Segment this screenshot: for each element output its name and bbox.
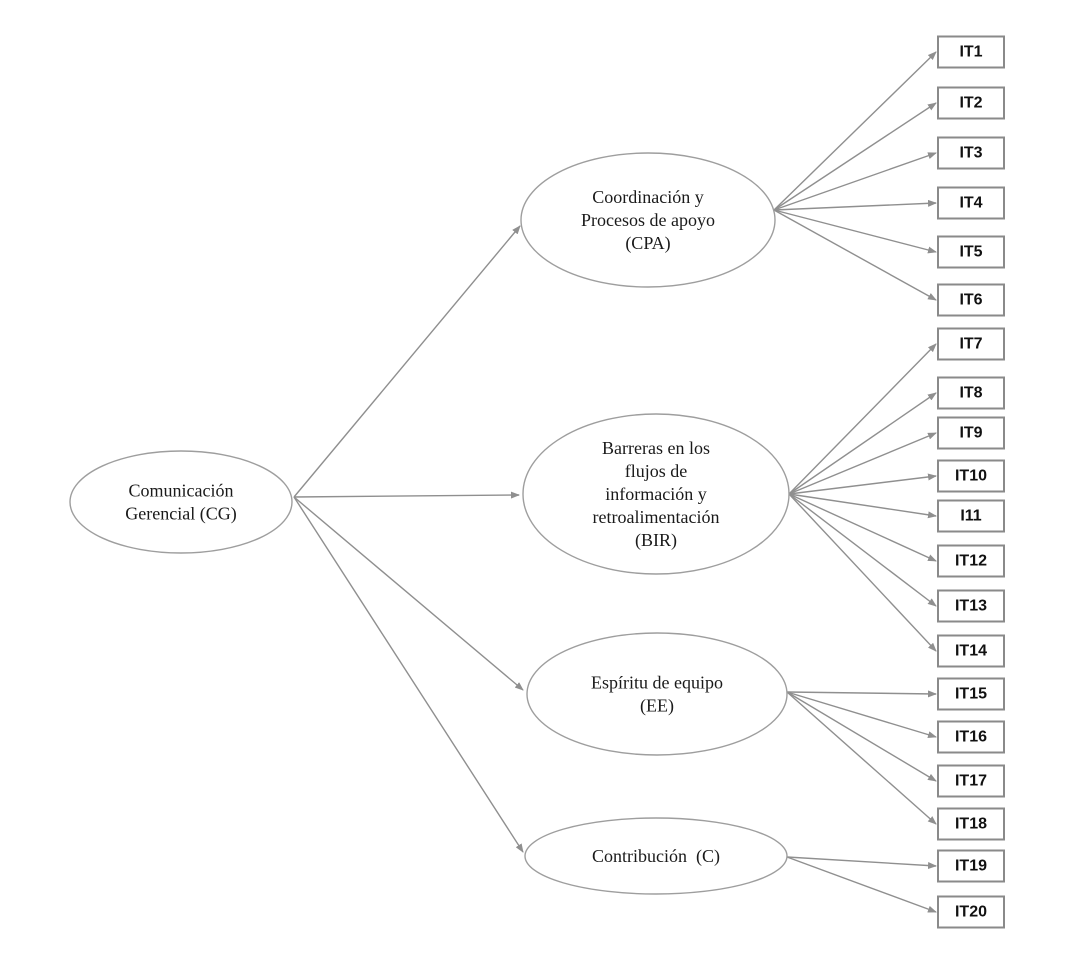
path-c-it19 [786, 856, 937, 870]
factor-node-bir-label: información y [605, 484, 706, 504]
factor-node-ee-label: Espíritu de equipo [591, 673, 723, 693]
path-cg-ee [293, 496, 524, 691]
indicator-box-it20 [937, 895, 1005, 929]
indicator-box-it3 [937, 136, 1005, 170]
indicator-box-it12 [937, 544, 1005, 578]
indicator-box-it9 [937, 416, 1005, 450]
indicator-box-it16 [937, 720, 1005, 754]
indicator-label-it3: IT3 [959, 145, 982, 162]
indicator-label-it13: IT13 [955, 598, 987, 615]
indicator-label-it17: IT17 [955, 773, 987, 790]
path-c-it20 [786, 856, 937, 913]
indicator-label-it15: IT15 [955, 686, 987, 703]
indicator-box-it7 [937, 327, 1005, 361]
indicator-label-it12: IT12 [955, 553, 987, 570]
latent-node-cg-label: Comunicación [129, 481, 234, 501]
factor-node-ee-label: (EE) [640, 696, 674, 717]
indicator-label-it18: IT18 [955, 816, 987, 833]
path-ee-it18 [786, 691, 937, 825]
indicator-label-it6: IT6 [959, 292, 982, 309]
path-cpa-it3 [773, 152, 937, 211]
path-ee-it16 [786, 691, 937, 739]
indicator-box-it1 [937, 35, 1005, 69]
indicator-label-i11: I11 [960, 508, 981, 525]
indicator-box-it2 [937, 86, 1005, 120]
path-cpa-it6 [773, 209, 937, 301]
indicator-box-it8 [937, 376, 1005, 410]
factor-node-bir-label: flujos de [625, 461, 688, 481]
path-bir-it10 [788, 473, 937, 495]
factor-node-cpa-label: (CPA) [625, 233, 670, 254]
factor-node-c-label: Contribución (C) [592, 846, 720, 867]
path-bir-it7 [788, 343, 937, 495]
indicator-label-it5: IT5 [959, 244, 982, 261]
indicator-label-it1: IT1 [959, 44, 982, 61]
factor-node-bir-label: retroalimentación [593, 507, 720, 527]
path-bir-it9 [788, 432, 937, 495]
path-cpa-it1 [773, 51, 937, 211]
indicator-label-it14: IT14 [955, 643, 987, 660]
indicator-label-it20: IT20 [955, 904, 987, 921]
path-bir-it13 [788, 493, 937, 607]
indicator-label-it2: IT2 [959, 95, 982, 112]
path-cg-c [293, 496, 524, 853]
path-bir-it12 [788, 493, 937, 562]
indicator-label-it9: IT9 [959, 425, 982, 442]
path-cpa-it4 [773, 199, 937, 211]
path-bir-it8 [788, 392, 937, 495]
path-ee-it17 [786, 691, 937, 782]
factor-node-cpa [520, 152, 776, 288]
factor-node-ee [526, 632, 788, 756]
latent-node-cg [69, 450, 293, 554]
factor-node-bir-label: Barreras en los [602, 438, 710, 458]
indicator-box-it10 [937, 459, 1005, 493]
indicator-box-it5 [937, 235, 1005, 269]
path-cpa-it2 [773, 102, 937, 211]
indicator-label-it16: IT16 [955, 729, 987, 746]
indicator-label-it8: IT8 [959, 385, 982, 402]
indicator-box-it13 [937, 589, 1005, 623]
indicator-box-it17 [937, 764, 1005, 798]
factor-node-c [524, 817, 788, 895]
factor-node-bir-label: (BIR) [635, 530, 677, 551]
factor-node-cpa-label: Procesos de apoyo [581, 210, 715, 230]
path-ee-it15 [786, 690, 937, 698]
path-cg-bir [293, 491, 520, 499]
path-bir-i11 [788, 493, 937, 519]
factor-node-bir [522, 413, 790, 575]
indicator-box-i11 [937, 499, 1005, 533]
indicator-label-it10: IT10 [955, 468, 987, 485]
path-bir-it14 [788, 493, 937, 652]
factor-node-cpa-label: Coordinación y [592, 187, 703, 207]
indicator-label-it7: IT7 [959, 336, 982, 353]
indicator-box-it14 [937, 634, 1005, 668]
indicator-box-it19 [937, 849, 1005, 883]
indicator-box-it18 [937, 807, 1005, 841]
path-cg-cpa [293, 225, 521, 498]
indicator-label-it4: IT4 [959, 195, 982, 212]
indicator-box-it15 [937, 677, 1005, 711]
path-cpa-it5 [773, 209, 937, 254]
indicator-box-it6 [937, 283, 1005, 317]
latent-node-cg-label: Gerencial (CG) [125, 504, 236, 525]
indicator-label-it19: IT19 [955, 858, 987, 875]
indicator-box-it4 [937, 186, 1005, 220]
